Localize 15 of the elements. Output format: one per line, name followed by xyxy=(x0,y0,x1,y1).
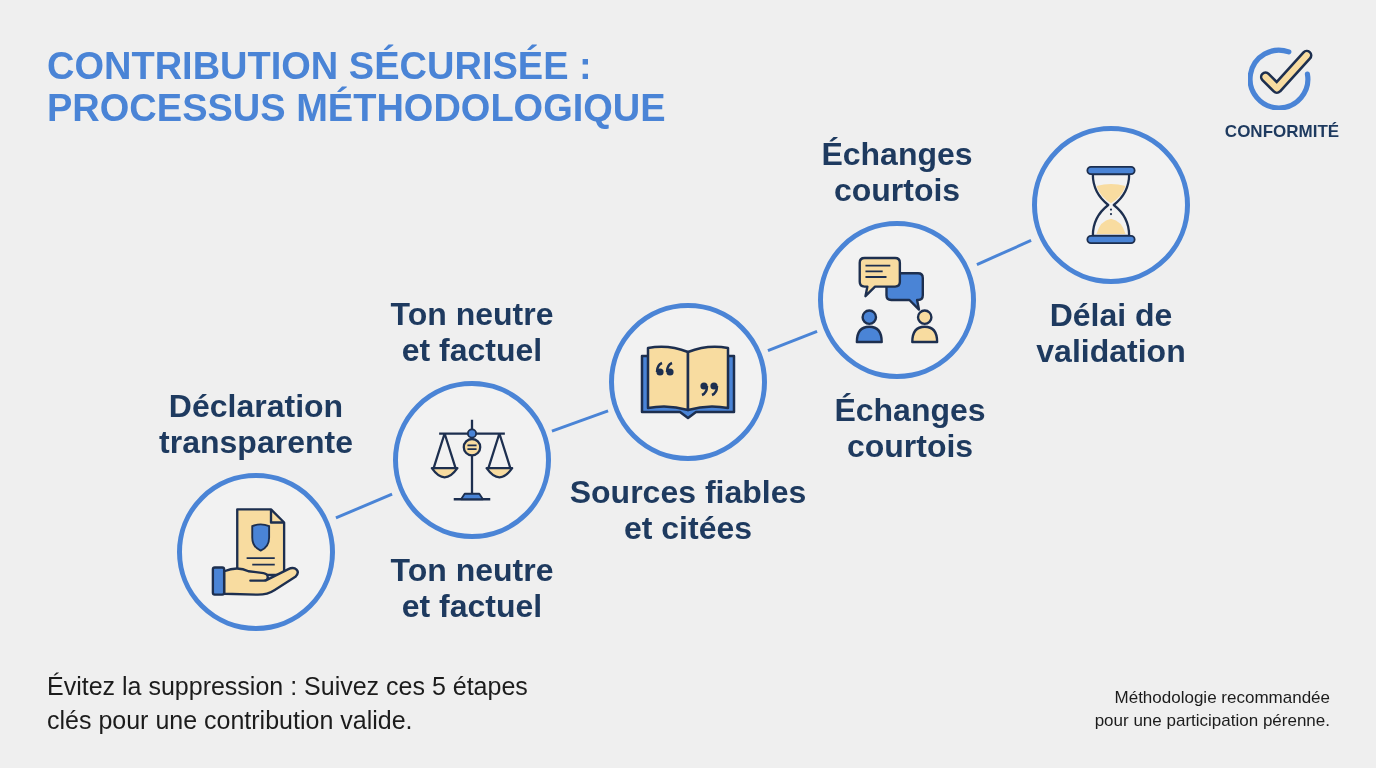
connector-line xyxy=(335,492,393,520)
connector-line xyxy=(767,329,818,353)
step-label: Échanges courtois xyxy=(833,392,987,464)
step-label: Sources fiables et citées xyxy=(568,474,808,546)
step-label: Ton neutre et factuel xyxy=(389,552,555,624)
connector-line xyxy=(976,239,1032,266)
footer-note: Méthodologie recommandée pour une participation pérenne. xyxy=(1093,687,1330,732)
step-label: Échanges courtois xyxy=(820,136,974,208)
title: CONTRIBUTION SÉCURISÉE : PROCESSUS MÉTHODOLOGIQUE xyxy=(47,45,667,129)
badge-caption: CONFORMITÉ xyxy=(1224,121,1340,143)
connector-line xyxy=(551,409,609,433)
step-label: Délai de validation xyxy=(1035,297,1187,369)
step-label: Déclaration transparente xyxy=(158,388,354,460)
step-label: Ton neutre et factuel xyxy=(389,296,555,368)
footer-note: Évitez la suppression : Suivez ces 5 étapes clés pour une contribution valide. xyxy=(47,671,529,736)
